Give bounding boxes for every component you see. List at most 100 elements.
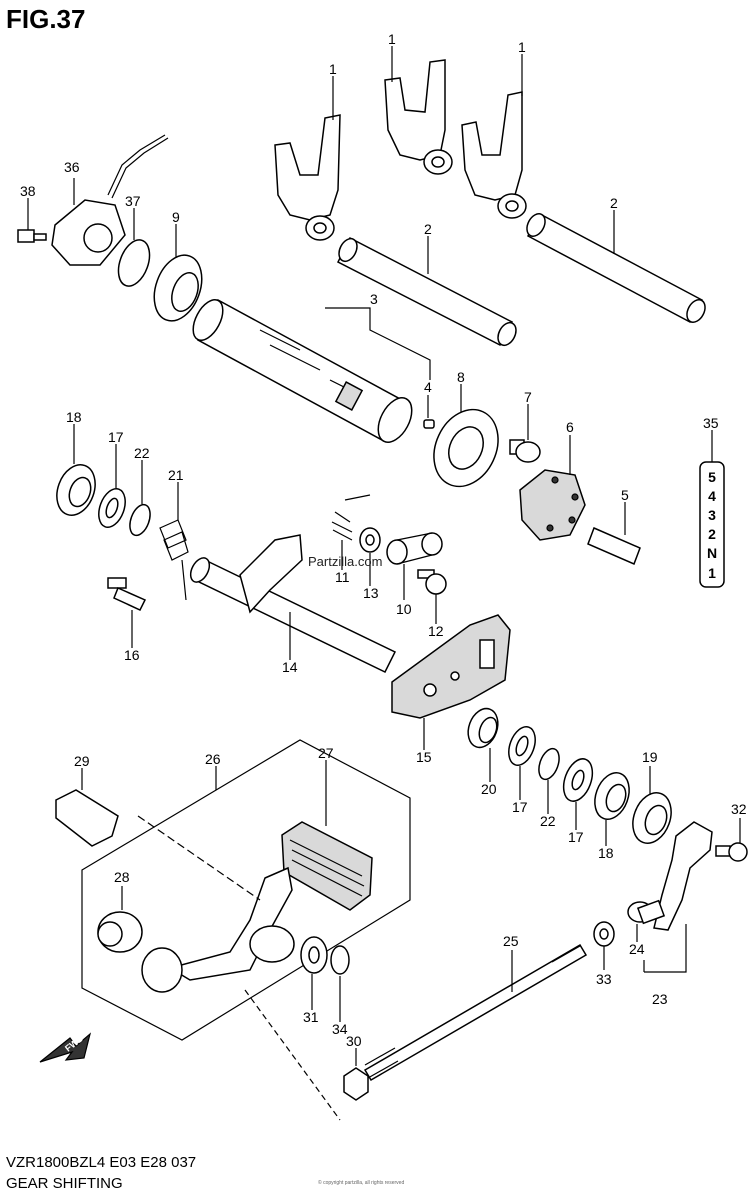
callout-2-left: 2 [424,221,432,237]
callout-22-upper: 22 [134,445,150,461]
bolt-38 [17,229,47,243]
callout-21: 21 [168,467,184,483]
gear-indicator-2: 2 [708,526,716,542]
callout-29: 29 [74,753,90,769]
callout-32: 32 [731,801,747,817]
copyright-fine-print: © copyright partzilla, all rights reserv… [318,1180,405,1186]
callout-17-lower: 17 [568,829,584,845]
circlip-22-upper [129,503,151,537]
callout-12: 12 [428,623,444,639]
callout-8: 8 [457,369,465,385]
washer-13 [359,527,381,553]
oil-seal-19 [632,792,672,844]
callout-38: 38 [20,183,36,199]
spring-20 [467,707,499,749]
callout-19: 19 [642,749,658,765]
callout-28: 28 [114,869,130,885]
fork-shaft-left [336,236,517,347]
callout-36: 36 [64,159,80,175]
footer-section-name: GEAR SHIFTING [6,1175,123,1192]
callout-17-upper: 17 [108,429,124,445]
callout-18-lower: 18 [598,845,614,861]
bolt-7 [509,439,541,463]
shift-fork-center [384,59,453,175]
bolt-12 [417,569,447,595]
collar-10 [386,532,443,565]
callout-27: 27 [318,745,334,761]
footpeg-rubber-27 [281,821,373,911]
nut-33 [593,921,615,947]
callout-9: 9 [172,209,180,225]
leader-lines [27,46,741,1121]
gear-indicator-3: 3 [708,507,716,523]
callout-1-right: 1 [518,39,526,55]
bearing-18-lower [594,772,630,820]
shift-fork-left [274,114,341,241]
return-spring-21 [159,519,189,601]
forward-direction-arrow [39,1032,92,1063]
watermark: Partzilla.com [308,554,383,569]
callout-3: 3 [370,291,378,307]
gearshift-arm [627,821,713,931]
gear-indicator-4: 4 [708,488,716,504]
callout-30: 30 [346,1033,362,1049]
callout-1-center: 1 [388,31,396,47]
callout-34: 34 [332,1021,348,1037]
bolt-32 [715,842,748,862]
shift-fork-right [461,91,527,219]
callout-15: 15 [416,749,432,765]
circlip-22-lower [538,747,560,781]
bearing-8 [433,408,499,488]
gearshift-lever [141,866,295,993]
washer-17-lower [562,758,594,802]
shift-arm-plate [391,614,511,719]
figure-title: FIG.37 [6,4,86,34]
bearing-9 [153,254,203,322]
callout-35: 35 [703,415,719,431]
callout-11: 11 [335,569,350,585]
gearshift-tie-rod [363,943,588,1082]
callout-4: 4 [424,379,432,395]
washer-17-mid [508,726,536,766]
callout-25: 25 [503,933,519,949]
cam-stopper-plate [519,469,586,541]
nut-30 [343,1067,369,1101]
callout-20: 20 [481,781,497,797]
callout-17-mid: 17 [512,799,528,815]
callout-10: 10 [396,601,412,617]
gear-indicator-n: N [707,545,717,561]
footer-model-code: VZR1800BZL4 E03 E28 037 [6,1154,197,1171]
spring-11 [331,494,371,541]
o-ring-37 [117,239,151,287]
callout-2-right: 2 [610,195,618,211]
gear-indicator-1: 1 [708,565,716,581]
lever-bolt-28 [97,911,143,953]
gearshift-shaft [189,534,397,673]
callout-23: 23 [652,991,668,1007]
spring-pin-16 [107,577,147,611]
cam-pin [423,419,435,429]
callout-labels: 1 1 1 2 2 3 4 5 6 7 8 9 10 11 12 13 14 1… [20,31,747,1049]
bearing-18-upper [56,464,96,516]
gear-indicator-letters: 5 4 3 2 N 1 [707,469,717,581]
gear-indicator-5: 5 [708,469,716,485]
callout-37: 37 [125,193,141,209]
shift-lever-assembly-box [81,739,411,1041]
callout-1-left: 1 [329,61,337,77]
callout-5: 5 [621,487,629,503]
washer-17-upper [98,488,126,528]
pivot-bolt-29 [55,789,119,847]
callout-18-upper: 18 [66,409,82,425]
callout-16: 16 [124,647,140,663]
callout-24: 24 [629,941,645,957]
fork-shaft-right [526,212,706,324]
callout-33: 33 [596,971,612,987]
gear-position-sensor [51,134,169,266]
callout-14: 14 [282,659,298,675]
callout-6: 6 [566,419,574,435]
callout-22-lower: 22 [540,813,556,829]
washer-31 [300,936,328,974]
callout-26: 26 [205,751,221,767]
callout-31: 31 [303,1009,319,1025]
